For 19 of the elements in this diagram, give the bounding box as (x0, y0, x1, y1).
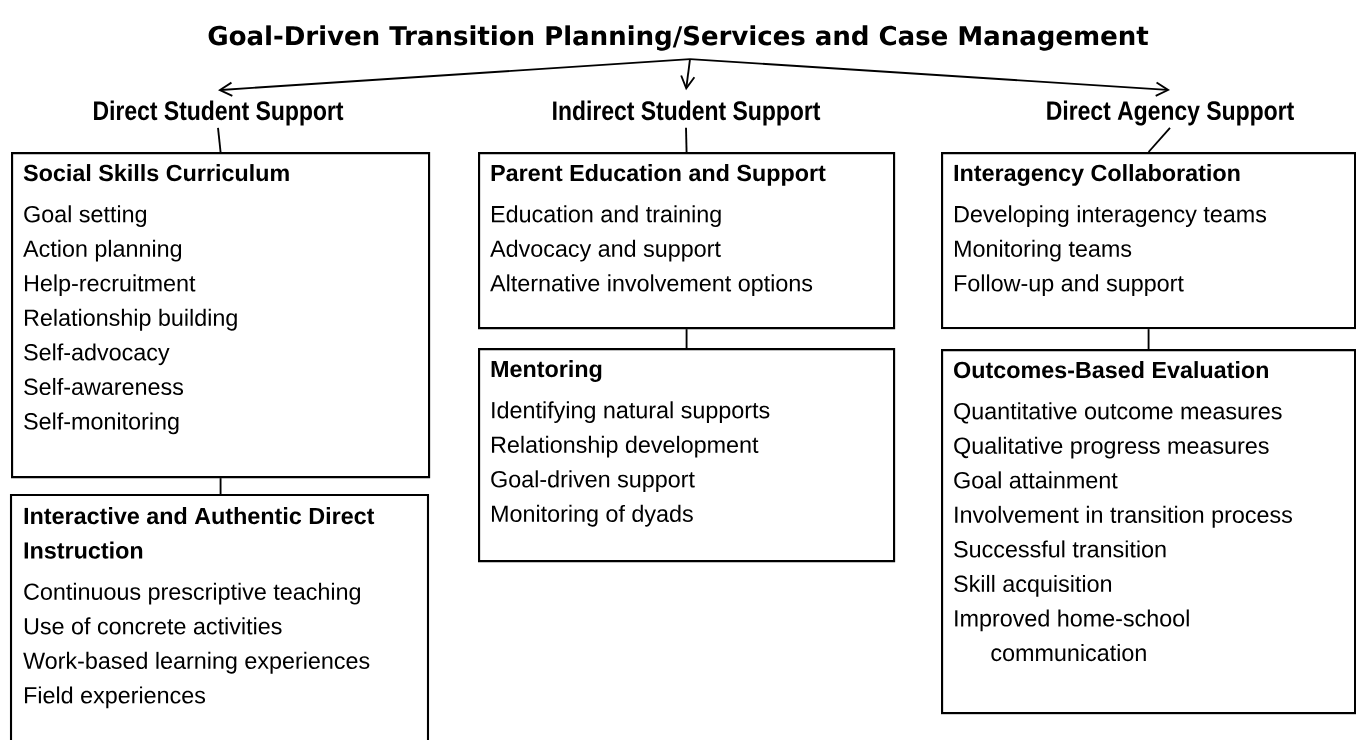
text-box: Parent Education and Support Education and training Advocacy and support Alternative involvement options (478, 152, 896, 330)
text-box: Interactive and Authentic Direct Instruction Continuous prescriptive teaching Use of concrete activities Work-based learning experiences Field experiences (9, 493, 430, 740)
connector-line (685, 328, 688, 349)
arrow (218, 58, 691, 97)
text-box: Social Skills Curriculum Goal setting Action planning Help-recruitment Relationship building Self-advocacy Self-awareness Self-monitoring (11, 152, 431, 479)
connector-line (685, 126, 688, 153)
arrow (689, 58, 1171, 97)
text-box: Mentoring Identifying natural supports Relationship development Goal-driven support Monitoring of dyads (478, 348, 896, 563)
text-box: Interagency Collaboration Developing interagency teams Monitoring teams Follow-up and support (941, 152, 1356, 330)
connector-line (219, 477, 222, 496)
column-heading: Direct Agency Support (1047, 100, 1294, 126)
text-box: Outcomes-Based Evaluation Quantitative outcome measures Qualitative progress measures Goal attainment Involvement in transition process Successful transition Skill acquisition Improved home-school communication (941, 349, 1356, 715)
title: Goal-Driven Transition Planning/Services and Case Management (208, 25, 1149, 51)
column-heading: Indirect Student Support (553, 100, 821, 126)
connector-line (1147, 126, 1171, 153)
connector-line (217, 126, 222, 153)
arrow (680, 58, 696, 91)
connector-line (1147, 328, 1150, 350)
column-heading: Direct Student Support (94, 100, 344, 126)
